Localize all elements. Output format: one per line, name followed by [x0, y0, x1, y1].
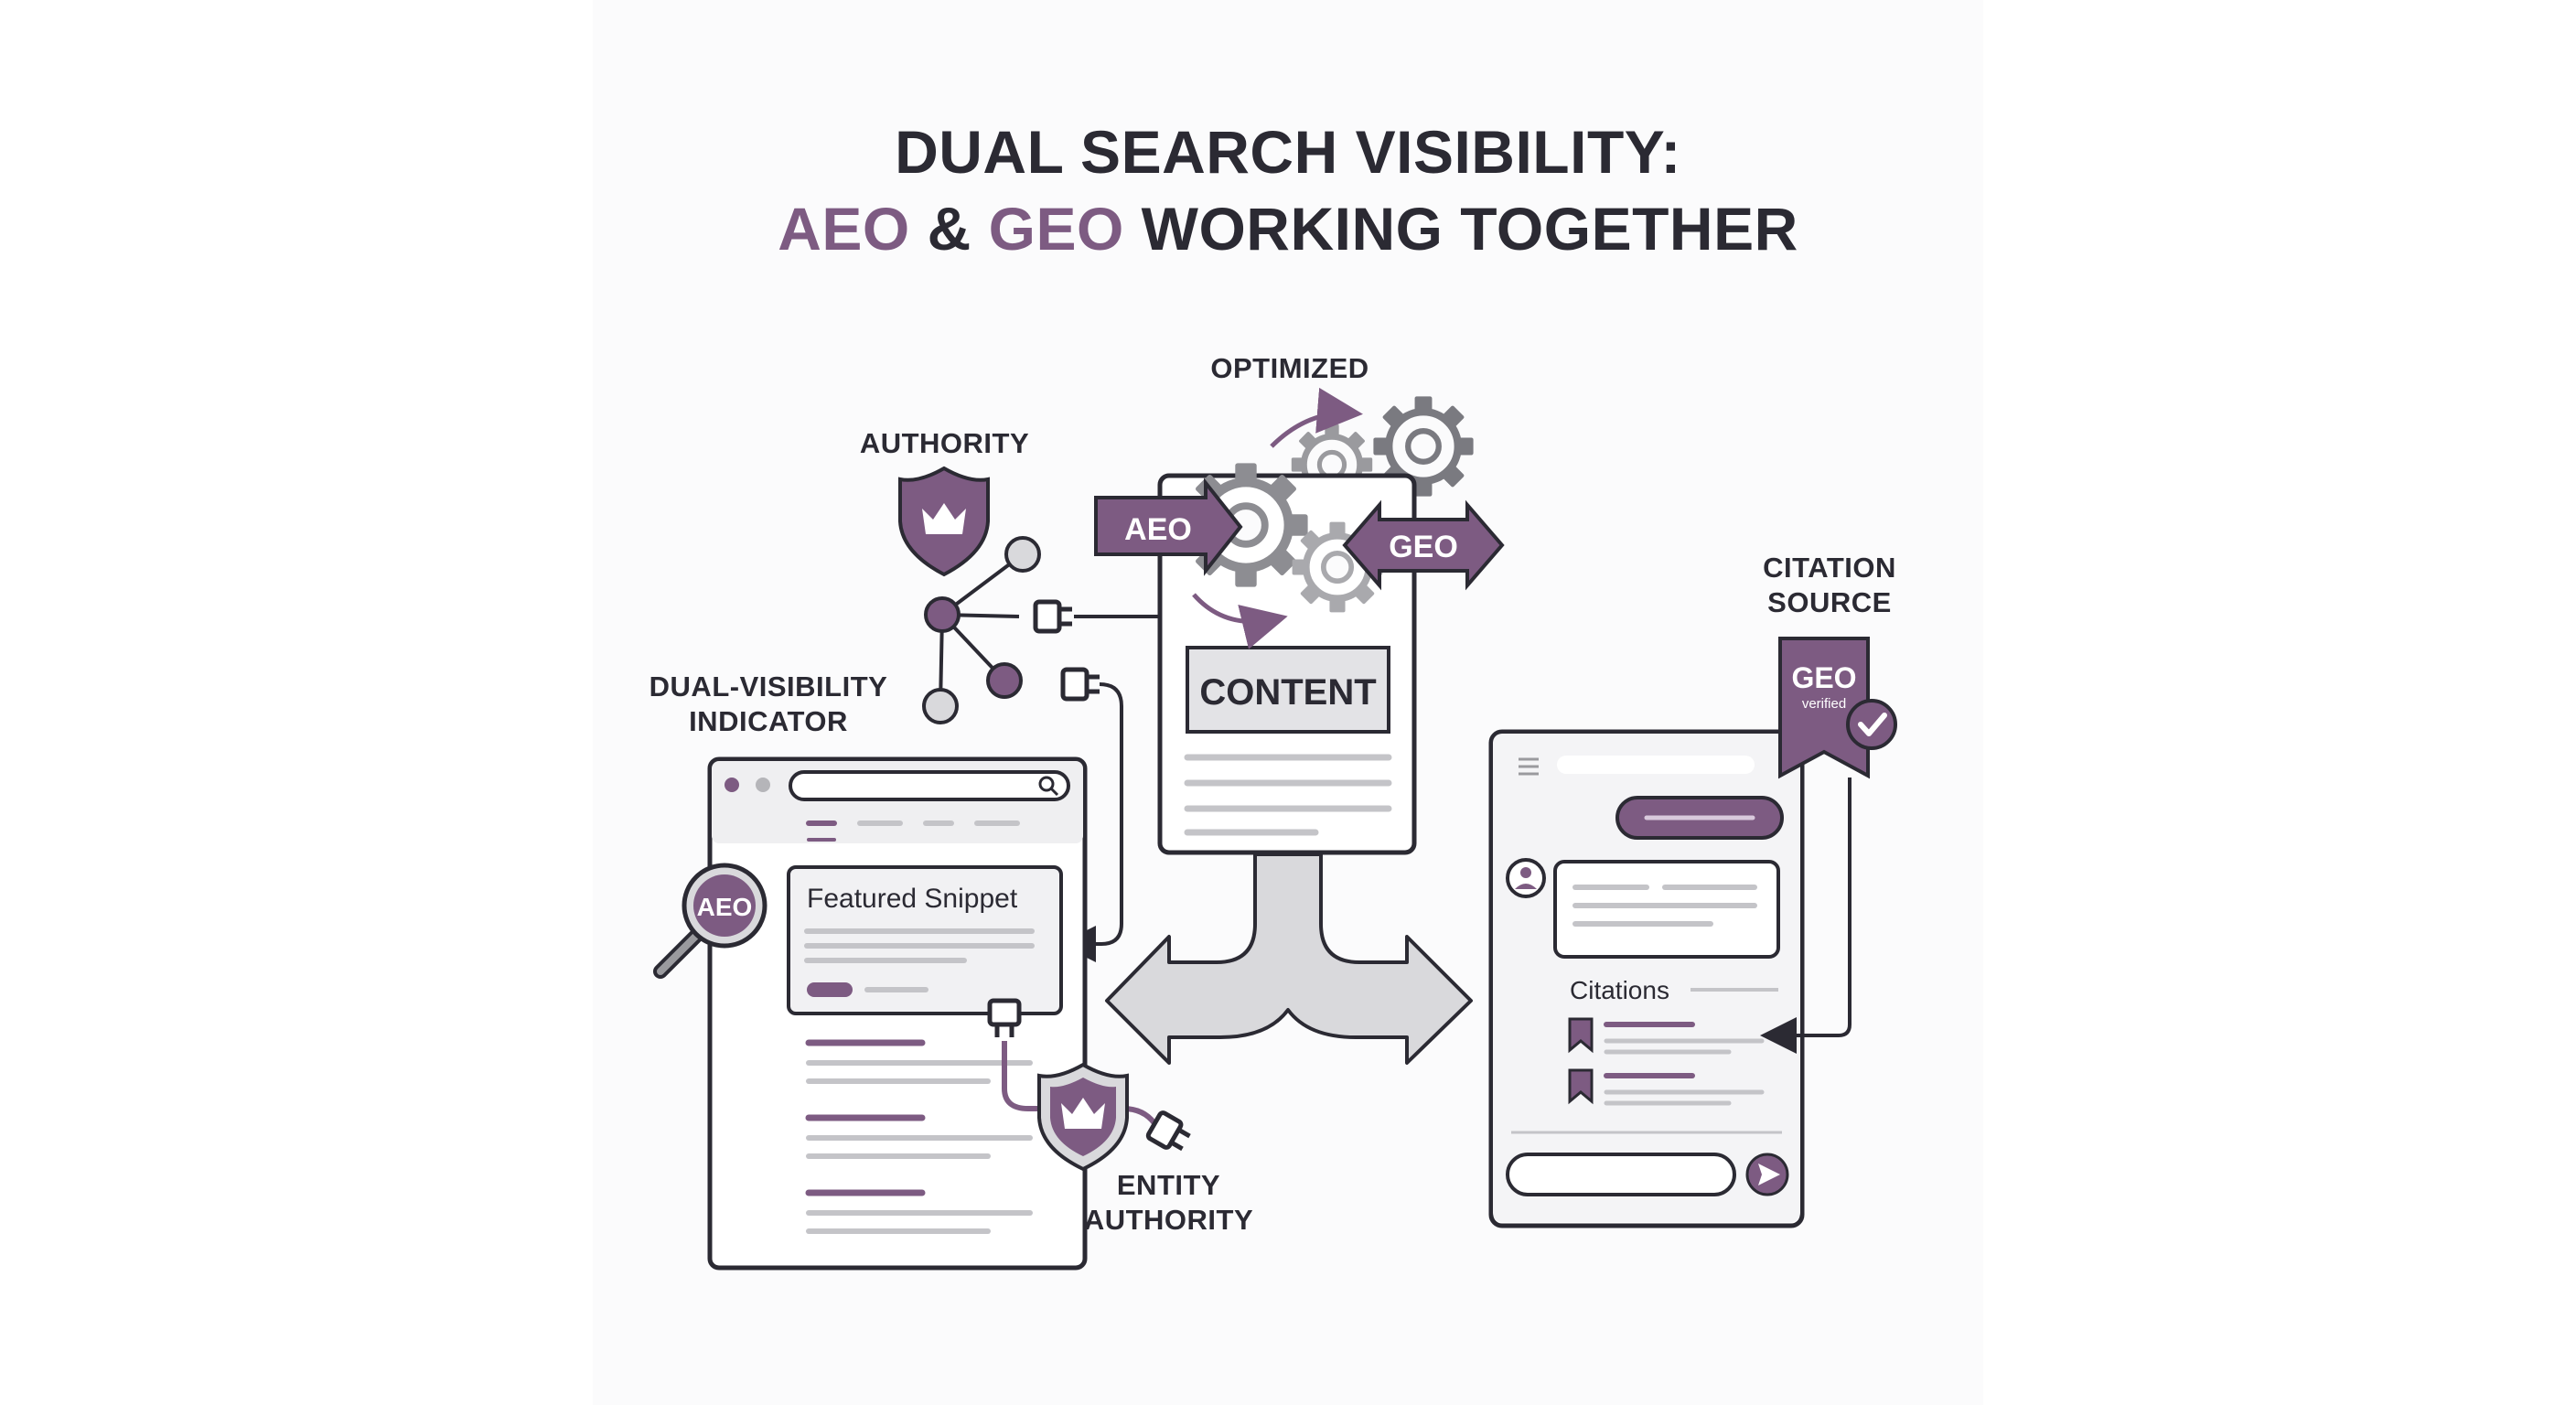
avatar-icon: [1506, 858, 1546, 898]
content-box: [1186, 646, 1390, 734]
window-dot-1: [724, 778, 739, 792]
svg-text:GEO: GEO: [1791, 661, 1856, 694]
bookmark-icon-2: [1568, 1068, 1594, 1105]
ai-answer-bubble: [1553, 860, 1780, 959]
featured-snippet-card[interactable]: [787, 865, 1063, 1015]
entity-shield-icon: [1037, 1062, 1129, 1172]
geo-arrow-tag: GEO: [1342, 499, 1505, 591]
checkmark-icon: [1846, 699, 1897, 750]
window-dot-2: [756, 778, 770, 792]
svg-text:AEO: AEO: [697, 893, 753, 921]
send-icon[interactable]: [1745, 1153, 1789, 1196]
connector-badge-to-citation: [1760, 778, 1852, 1054]
chat-page: Citations: [1488, 729, 1805, 1228]
title-aeo: AEO: [778, 195, 910, 263]
featured-snippet-title: Featured Snippet: [807, 884, 1018, 914]
connector-to-snippet: [1059, 682, 1123, 962]
title-line-2: AEO & GEO WORKING TOGETHER: [778, 195, 1798, 263]
authority-shield-icon: [898, 466, 990, 577]
content-label: CONTENT: [1199, 672, 1376, 713]
plug-icon-top: [1036, 602, 1072, 631]
connector-entity: [1002, 1041, 1043, 1111]
svg-text:AEO: AEO: [1124, 512, 1192, 547]
svg-text:GEO: GEO: [1389, 530, 1458, 564]
split-arrow: [1105, 853, 1473, 1065]
aeo-magnifier-icon: AEO: [653, 863, 767, 979]
rotation-arrow-bottom: [1192, 593, 1288, 649]
plug-icon-mid: [1063, 670, 1100, 699]
citations-label: Citations: [1570, 976, 1669, 1004]
title-geo: GEO: [988, 195, 1124, 263]
entity-network: [922, 536, 1041, 724]
label-authority: AUTHORITY: [859, 427, 1030, 459]
aeo-arrow-tag: AEO: [1094, 477, 1243, 576]
title-line-1: DUAL SEARCH VISIBILITY:: [895, 118, 1681, 186]
bookmark-icon-1: [1568, 1017, 1594, 1054]
geo-verified-badge: GEO verified: [1778, 637, 1897, 779]
label-optimized: OPTIMIZED: [1210, 352, 1369, 384]
search-page: Featured Snippet: [707, 756, 1088, 1271]
plug-icon-entity-out: [1147, 1111, 1194, 1155]
rotation-arrow-top: [1270, 387, 1363, 448]
svg-text:verified: verified: [1802, 696, 1846, 712]
search-icon[interactable]: [1038, 776, 1059, 797]
chat-input[interactable]: [1506, 1153, 1736, 1196]
search-bar[interactable]: [789, 770, 1070, 801]
